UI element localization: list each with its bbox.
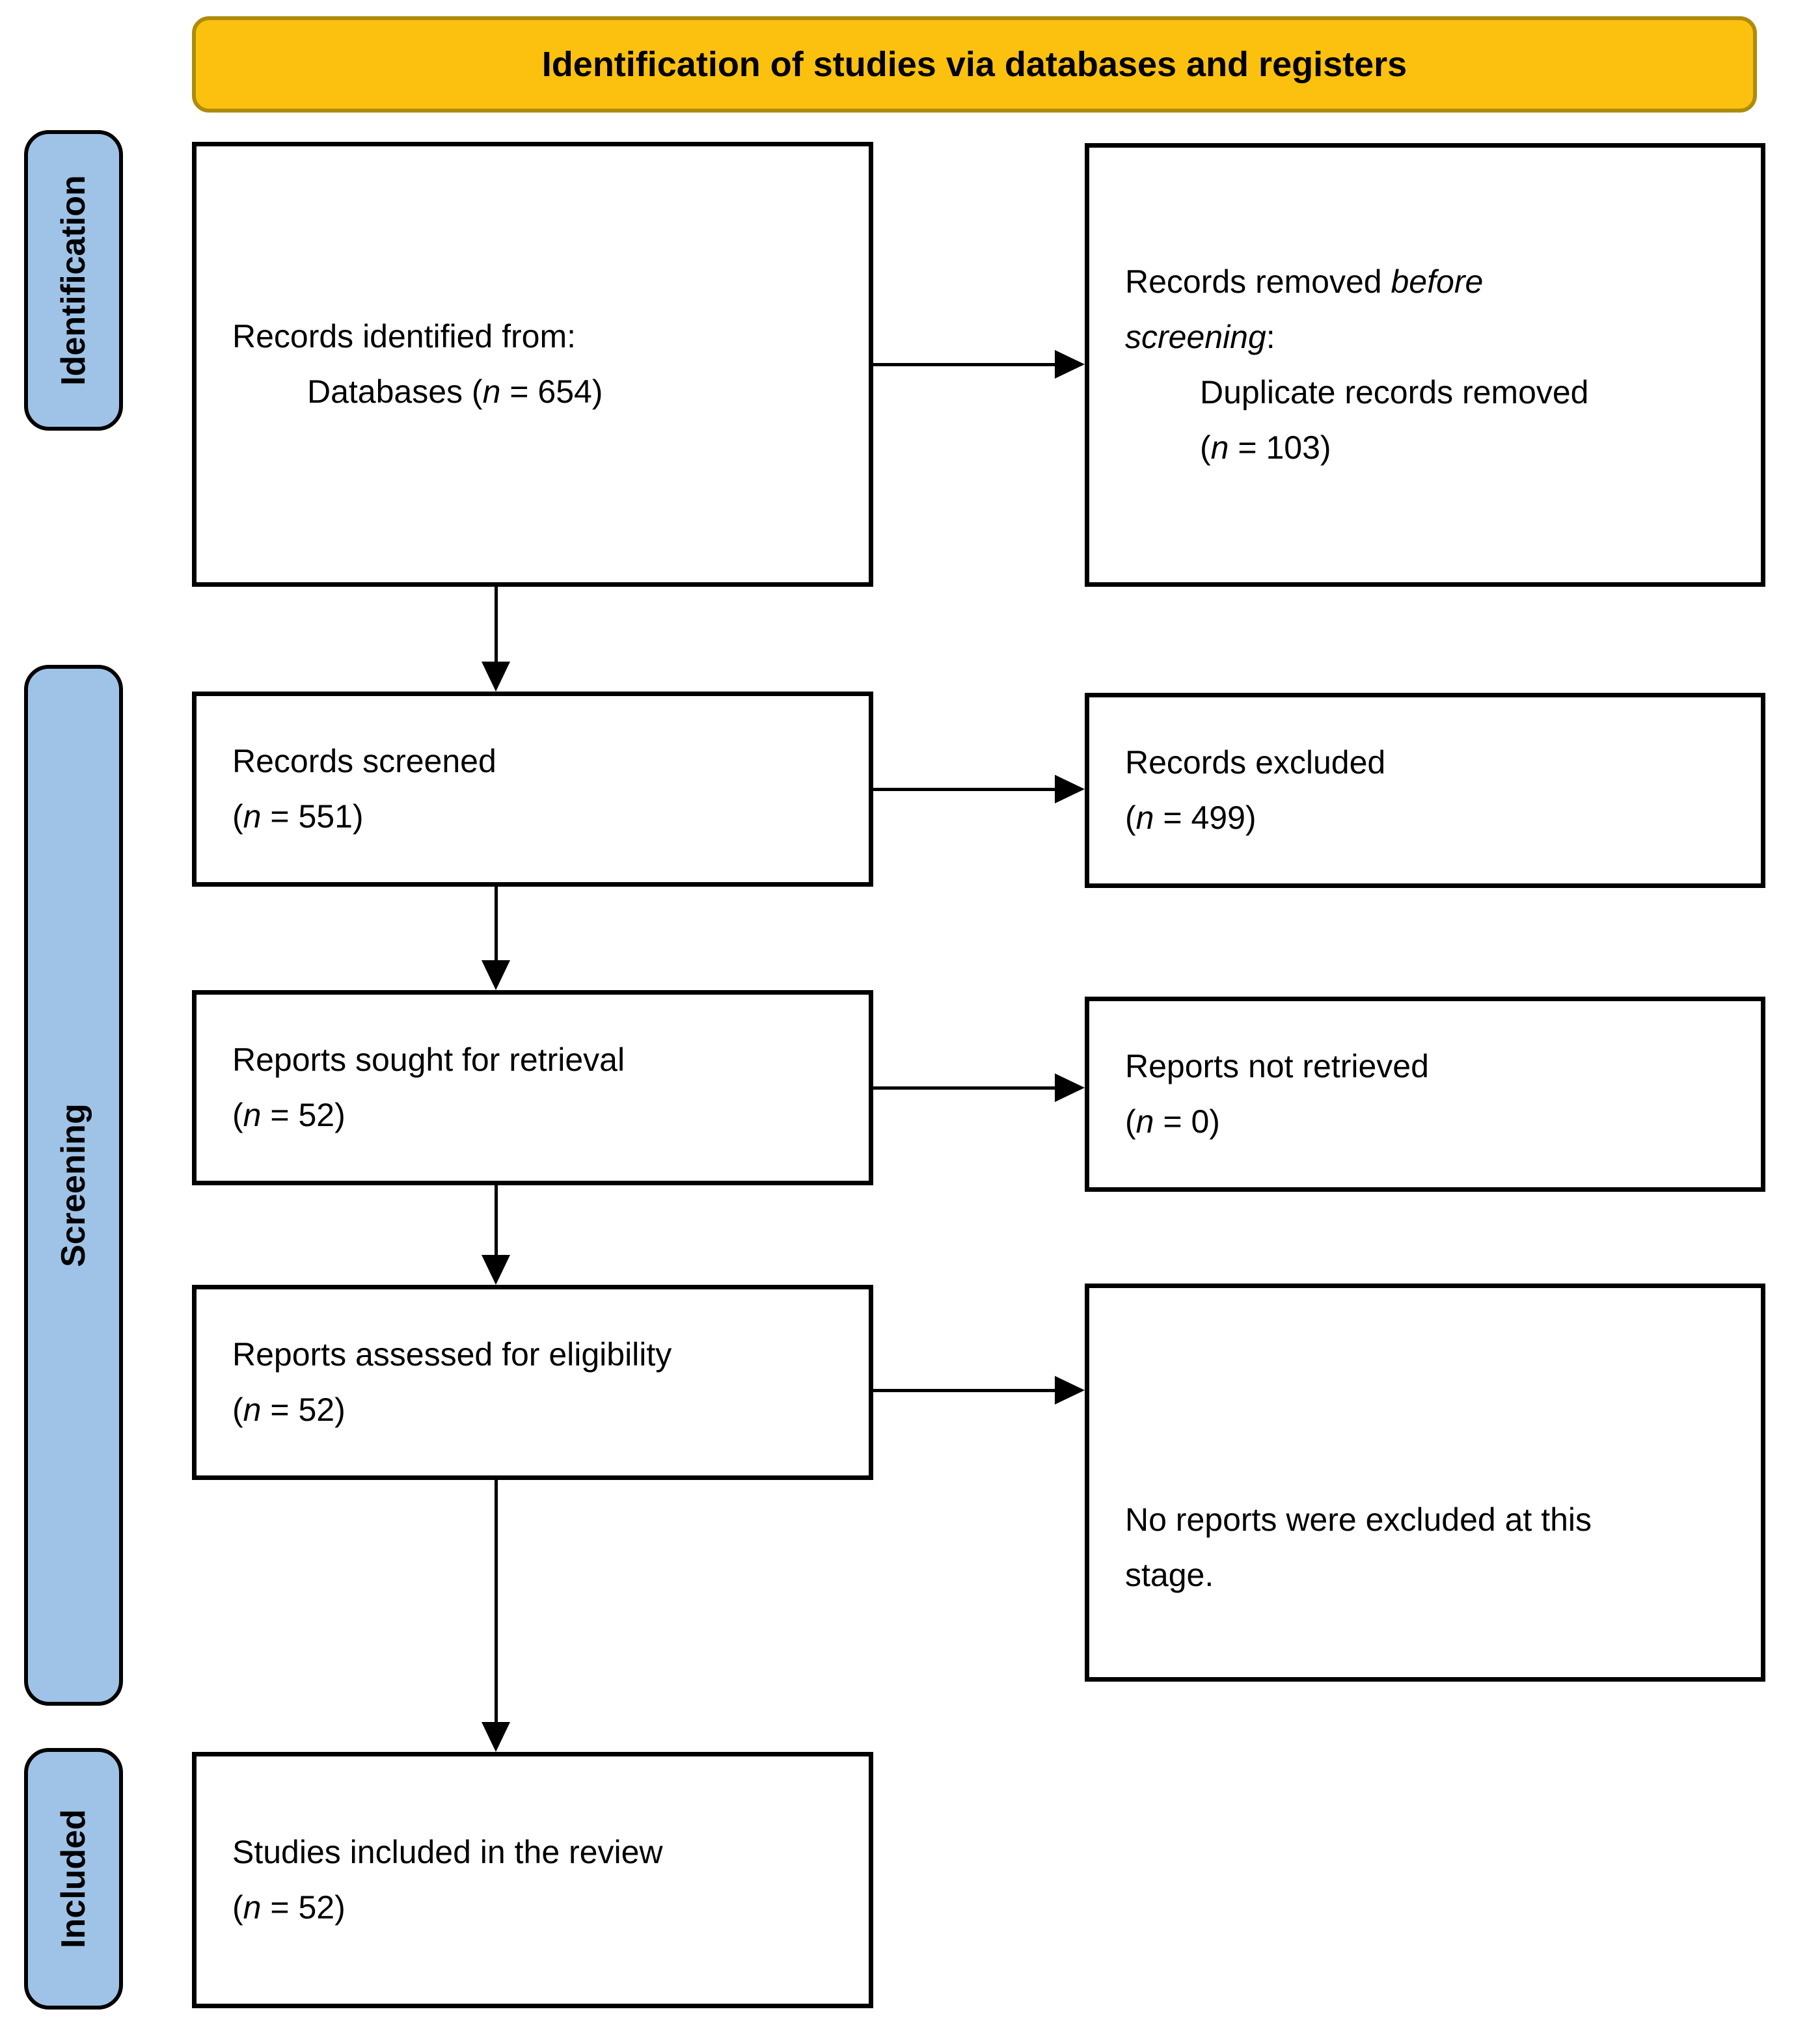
box-reports-not-retrieved: Reports not retrieved (n = 0) [1085,997,1765,1192]
box-text-line: Reports assessed for eligibility [232,1336,672,1373]
arrow-line [873,788,1057,791]
box-no-reports-excluded: No reports were excluded at this stage. [1085,1284,1765,1682]
stage-label-included: Included [24,1748,123,2010]
stage-label-included-text: Included [55,1809,92,1948]
arrow-line [873,363,1057,366]
stage-label-screening: Screening [24,665,123,1706]
arrow-head-icon [482,1255,510,1285]
arrow-line [873,1086,1057,1090]
arrow-line [495,887,498,962]
arrow-head-icon [482,960,510,990]
box-text-line: screening: [1125,319,1275,355]
arrow-line [495,1185,498,1257]
box-text-line: Studies included in the review [232,1834,663,1870]
box-text-line: (n = 52) [232,1889,346,1926]
box-text-line: stage. [1125,1557,1214,1593]
box-text-line: No reports were excluded at this [1125,1501,1592,1538]
box-text-line: Duplicate records removed [1200,374,1589,410]
banner: Identification of studies via databases … [192,16,1757,113]
box-text-line: Records identified from: [232,318,577,355]
box-studies-included: Studies included in the review (n = 52) [192,1752,873,2008]
box-records-screened: Records screened (n = 551) [192,692,873,887]
box-text-line: Records excluded [1125,744,1386,781]
box-records-identified: Records identified from: Databases (n = 6… [192,142,873,587]
box-text-line: Reports sought for retrieval [232,1042,625,1078]
box-records-excluded: Records excluded (n = 499) [1085,693,1765,888]
arrow-head-icon [1055,775,1085,803]
arrow-head-icon [482,1722,510,1752]
box-text-line: (n = 103) [1200,429,1331,466]
box-text-line: Reports not retrieved [1125,1048,1429,1084]
box-reports-sought-for-retrieval: Reports sought for retrieval (n = 52) [192,990,873,1185]
arrow-head-icon [1055,1376,1085,1405]
box-text-line: (n = 499) [1125,800,1257,836]
box-text-line: Databases (n = 654) [307,373,603,410]
stage-label-identification-text: Identification [55,175,92,386]
box-reports-assessed-for-eligibility: Reports assessed for eligibility (n = 52) [192,1285,873,1480]
box-text-line: (n = 52) [232,1392,346,1428]
box-text-line: (n = 551) [232,798,364,835]
arrow-head-icon [1055,1073,1085,1102]
stage-label-identification: Identification [24,130,123,431]
arrow-line [495,587,498,664]
box-text-line: Records screened [232,743,496,779]
box-text-line: (n = 52) [232,1097,346,1133]
arrow-line [873,1389,1057,1392]
box-records-removed-before-screening: Records removed before screening: Duplicat… [1085,143,1765,587]
arrow-line [495,1480,498,1724]
box-text-line: (n = 0) [1125,1103,1220,1140]
arrow-head-icon [482,662,510,692]
stage-label-screening-text: Screening [55,1103,92,1267]
box-text-line: Records removed before [1125,263,1484,300]
banner-title: Identification of studies via databases … [541,45,1407,84]
arrow-head-icon [1055,350,1085,379]
